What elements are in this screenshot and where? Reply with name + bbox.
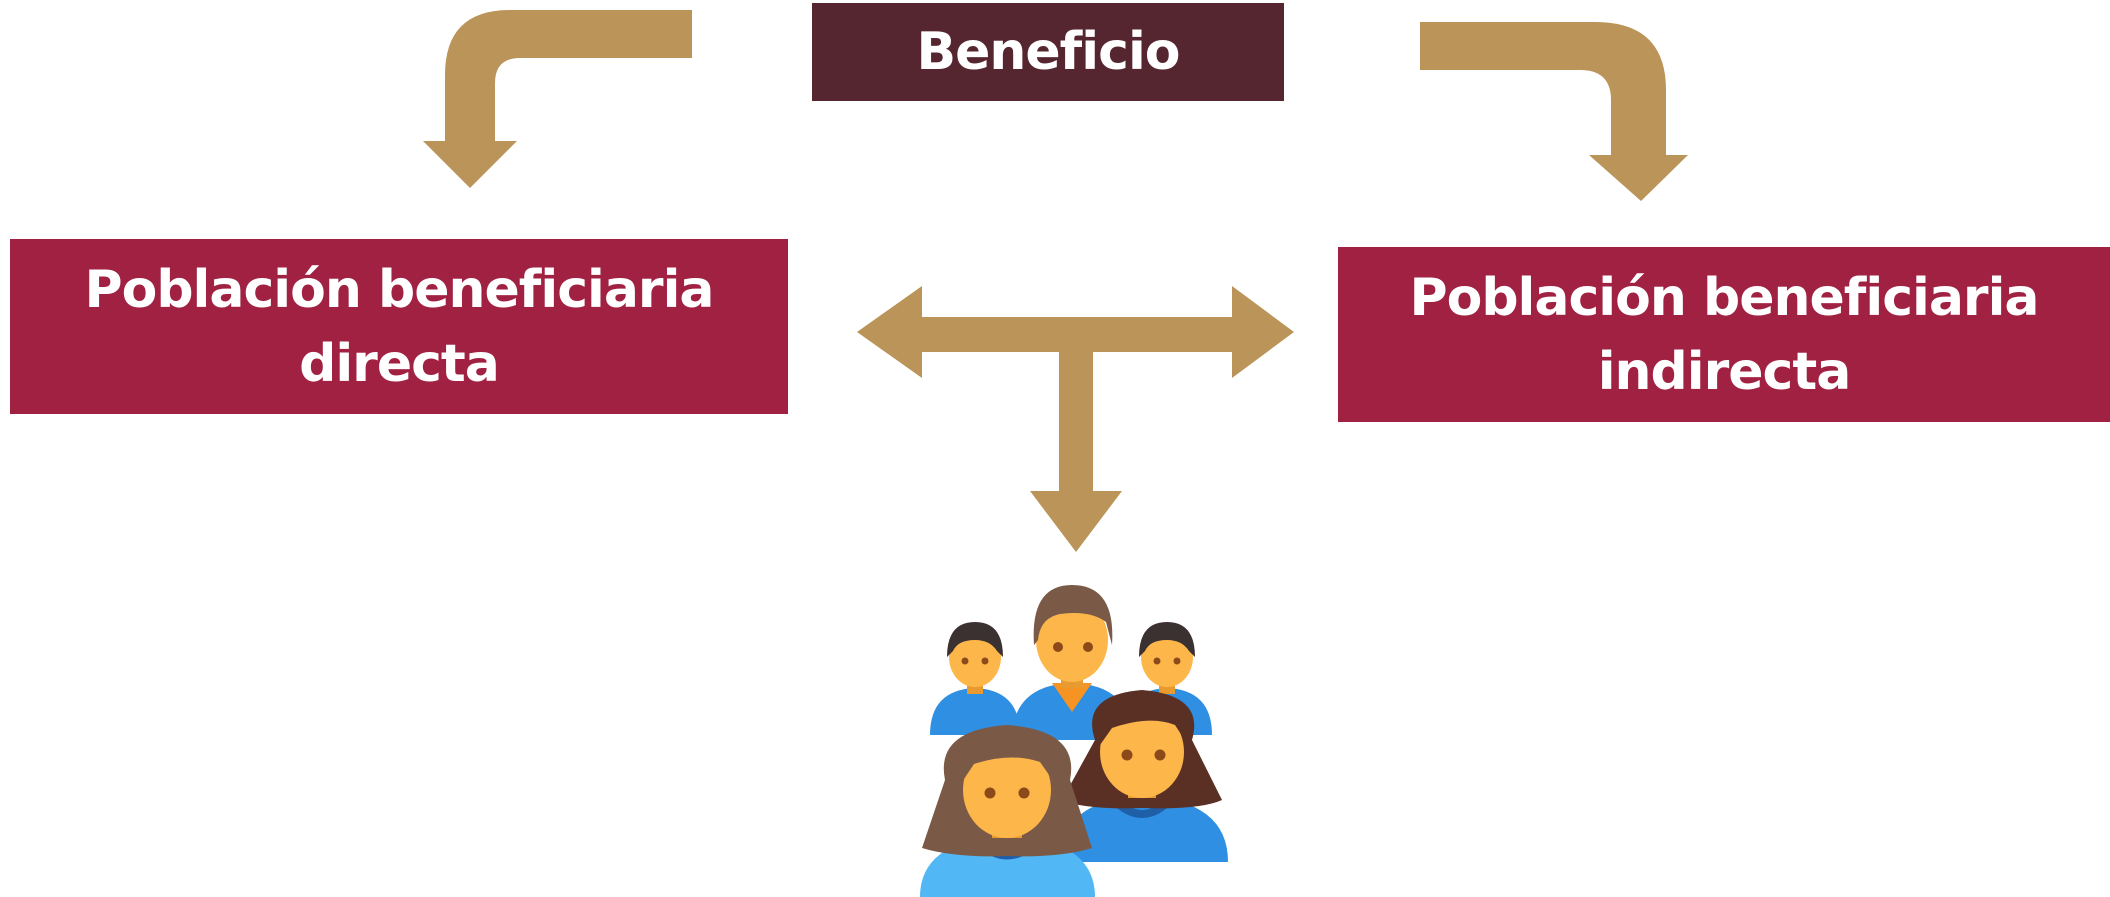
beneficio-box: Beneficio [812,3,1284,101]
direct-population-box: Población beneficiaria directa [10,239,788,414]
person-woman-right-icon [1060,690,1228,862]
curved-arrow-left-icon [423,10,692,188]
person-woman-left-icon [920,725,1095,897]
indirect-population-label-line2: indirecta [1597,341,1852,402]
split-arrow-icon [857,286,1294,552]
person-back-left-icon [930,622,1020,735]
indirect-population-box: Población beneficiaria indirecta [1338,247,2110,422]
beneficio-label: Beneficio [916,22,1180,82]
direct-population-label-line1: Población beneficiaria [84,259,715,320]
direct-population-label-line2: directa [299,333,500,394]
curved-arrow-right-icon [1420,22,1688,201]
indirect-population-label-line1: Población beneficiaria [1409,267,2040,328]
